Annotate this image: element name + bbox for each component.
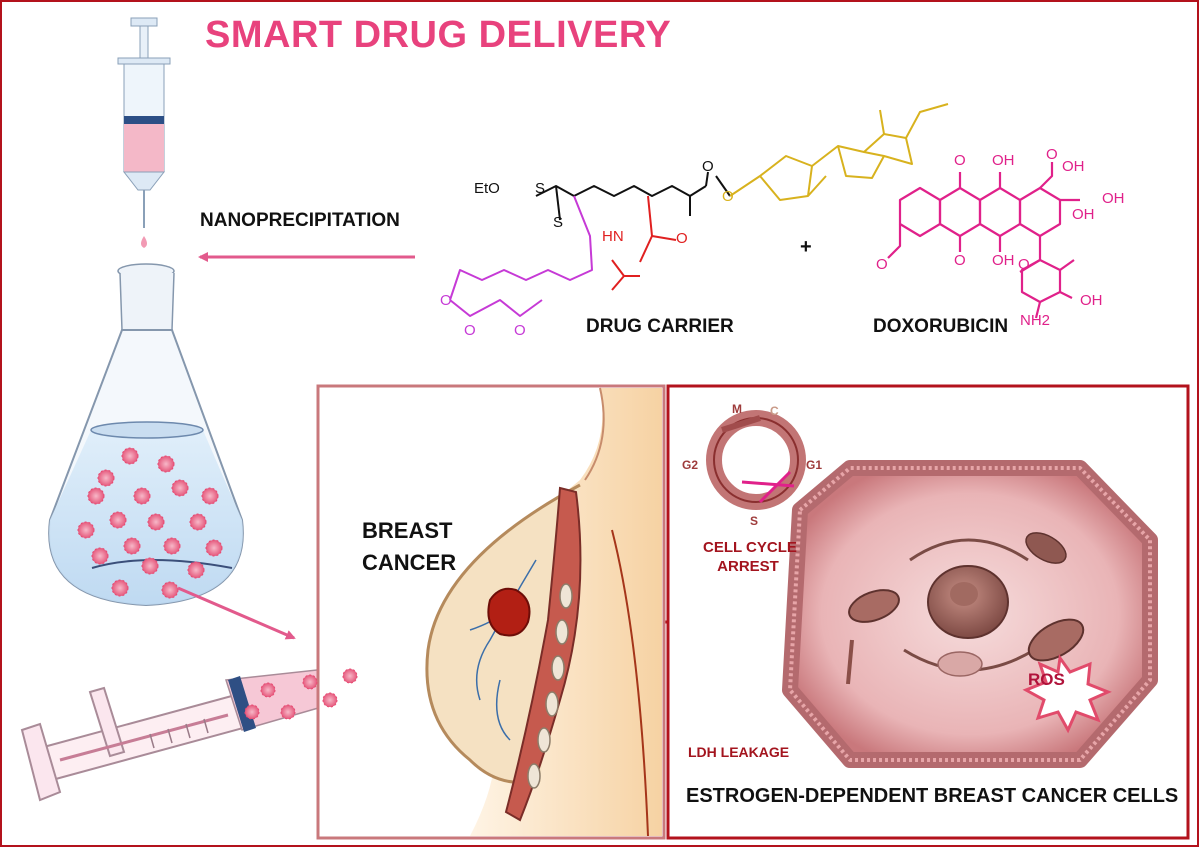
doxorubicin-label: DOXORUBICIN bbox=[873, 316, 1009, 337]
nanoparticle bbox=[244, 704, 260, 720]
nanoparticle bbox=[109, 511, 127, 529]
nanoparticle bbox=[302, 674, 318, 690]
cell-cycle-line2: ARREST bbox=[717, 558, 779, 575]
cells-caption: ESTROGEN-DEPENDENT BREAST CANCER CELLS bbox=[686, 785, 1179, 807]
syringe-top-icon bbox=[117, 17, 171, 248]
chem-o-amide: O bbox=[676, 230, 688, 247]
dox-o4: O bbox=[1018, 256, 1030, 273]
ros-burst bbox=[1022, 654, 1112, 734]
nanoparticle bbox=[147, 513, 165, 531]
phase-c: C bbox=[770, 404, 779, 418]
dox-oh2: OH bbox=[1062, 158, 1085, 175]
breast-panel bbox=[316, 384, 666, 840]
phase-s: S bbox=[750, 514, 759, 528]
phase-g1: G1 bbox=[806, 458, 823, 472]
chem-eto: EtO bbox=[474, 180, 500, 197]
dox-o1: O bbox=[954, 152, 966, 169]
cell-cycle-line1: CELL CYCLE bbox=[703, 539, 797, 556]
nanoparticle bbox=[205, 539, 223, 557]
dox-o3: O bbox=[954, 252, 966, 269]
nanoparticle bbox=[77, 521, 95, 539]
chem-o-pend2: O bbox=[464, 322, 476, 339]
phase-m: M bbox=[732, 402, 742, 416]
syringe-nanoparticles bbox=[244, 668, 358, 720]
nanoparticle bbox=[171, 479, 189, 497]
chem-o-pend1: O bbox=[440, 292, 452, 309]
tumor bbox=[487, 587, 531, 637]
breast-label-line1: BREAST bbox=[362, 518, 453, 543]
dox-oh1: OH bbox=[992, 152, 1015, 169]
plus-sign: + bbox=[800, 236, 812, 258]
flask-icon bbox=[48, 263, 244, 607]
phase-g2: G2 bbox=[682, 458, 699, 472]
injection-arrow bbox=[177, 586, 296, 640]
nanoparticle bbox=[163, 537, 181, 555]
nanoparticle bbox=[141, 557, 159, 575]
nanoparticle bbox=[121, 447, 139, 465]
chem-o-ester-carbonyl: O bbox=[702, 158, 714, 175]
cell-panel bbox=[666, 384, 1190, 840]
nanoparticle bbox=[280, 704, 296, 720]
dox-ome: O bbox=[876, 256, 888, 273]
nanoparticle bbox=[322, 692, 338, 708]
cell-cycle-icon bbox=[706, 410, 806, 510]
breast-label-line2: CANCER bbox=[362, 550, 457, 575]
dox-oh3: OH bbox=[1072, 206, 1095, 223]
nanoparticle bbox=[342, 668, 358, 684]
chem-hn: HN bbox=[602, 228, 624, 245]
doxorubicin-structure bbox=[887, 162, 1080, 319]
dox-oh5: OH bbox=[992, 252, 1015, 269]
nanoparticle bbox=[133, 487, 151, 505]
chem-s-bottom: S bbox=[553, 214, 564, 231]
dox-oh6: OH bbox=[1080, 292, 1103, 309]
chem-s-top: S bbox=[535, 180, 546, 197]
cell-cycle-arrest-label: CELL CYCLE ARREST bbox=[703, 538, 797, 576]
dox-nh2: NH2 bbox=[1020, 312, 1051, 329]
chem-o-pend3: O bbox=[514, 322, 526, 339]
drug-carrier-label: DRUG CARRIER bbox=[586, 316, 734, 337]
chem-o-ester: O bbox=[722, 188, 734, 205]
nanoparticle bbox=[87, 487, 105, 505]
ldh-leakage-label: LDH LEAKAGE bbox=[688, 744, 790, 760]
nanoparticle bbox=[157, 455, 175, 473]
nanoparticle bbox=[97, 469, 115, 487]
page-title: SMART DRUG DELIVERY bbox=[205, 14, 672, 56]
nanoparticle bbox=[187, 561, 205, 579]
ros-label: ROS bbox=[1028, 670, 1065, 689]
dox-oh4: OH bbox=[1102, 190, 1125, 207]
nanoparticles bbox=[77, 447, 223, 599]
nanoparticle bbox=[161, 581, 179, 599]
drug-carrier-structure bbox=[449, 103, 949, 317]
breast-cancer-label: BREAST CANCER bbox=[362, 515, 456, 579]
nanoprecipitation-label: NANOPRECIPITATION bbox=[200, 210, 400, 231]
nanoparticle bbox=[201, 487, 219, 505]
nanoparticle bbox=[123, 537, 141, 555]
nanoparticle bbox=[111, 579, 129, 597]
nanoparticle bbox=[91, 547, 109, 565]
dox-o2: O bbox=[1046, 146, 1058, 163]
nanoparticle bbox=[189, 513, 207, 531]
nanoparticle bbox=[260, 682, 276, 698]
